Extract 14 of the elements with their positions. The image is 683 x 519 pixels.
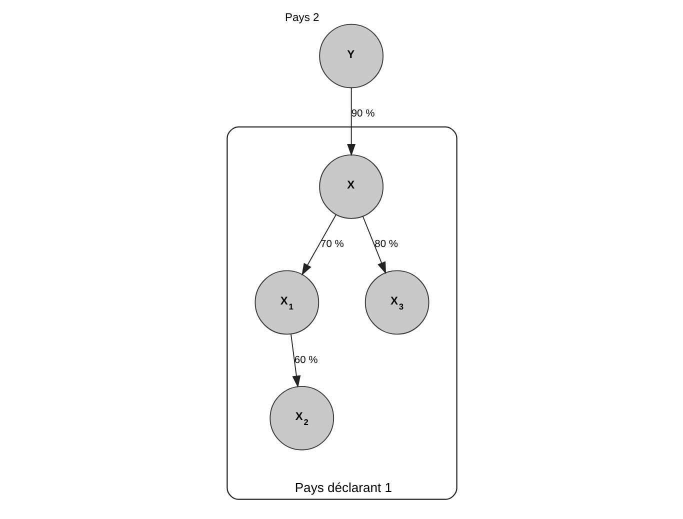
node-circle: Y — [318, 24, 384, 88]
arrow — [346, 87, 356, 156]
edge-label: 80 % — [374, 239, 398, 250]
edge-label: 60 % — [294, 354, 318, 366]
node-circle: X$_{3}$ — [364, 270, 429, 335]
edge-label: 90 % — [350, 108, 374, 120]
arrow — [301, 214, 336, 276]
node-circle: X — [318, 154, 384, 219]
arrow — [362, 216, 386, 274]
arrow — [290, 334, 300, 388]
node-label: Pays 2 — [284, 12, 319, 24]
node-circle: X$_{1}$ — [254, 270, 319, 335]
node-circle: X$_{2}$ — [269, 386, 334, 450]
edge-label: 70 % — [320, 239, 344, 250]
